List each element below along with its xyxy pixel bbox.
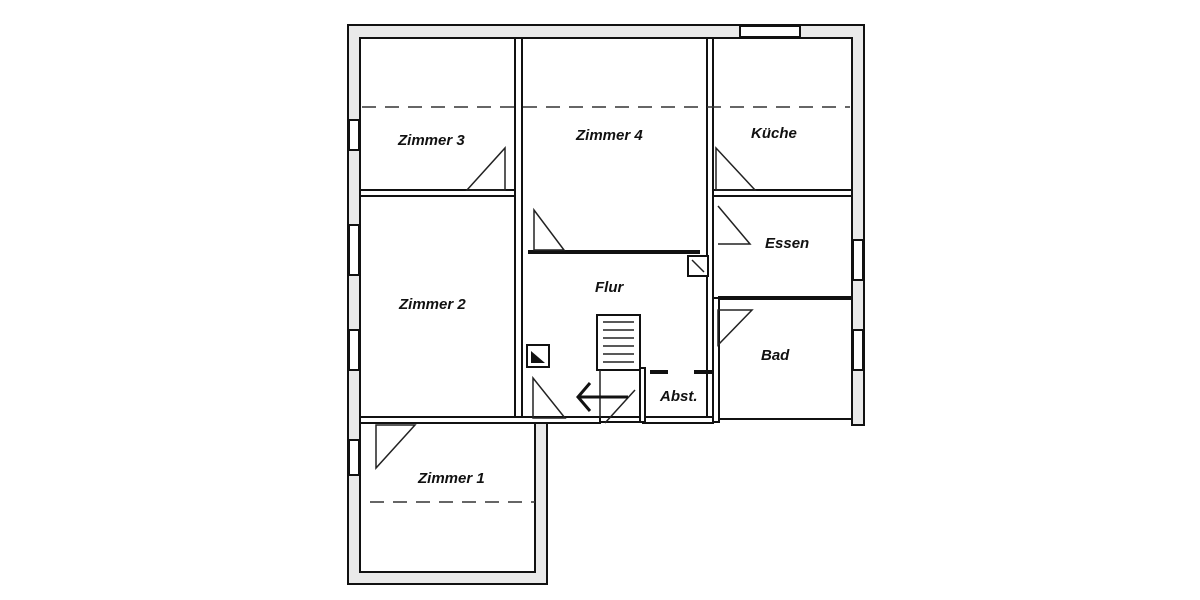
staircase <box>596 314 641 418</box>
interior-walls <box>359 37 853 424</box>
room-label-zimmer4: Zimmer 4 <box>575 127 643 144</box>
doors <box>375 146 757 470</box>
room-label-flur: Flur <box>595 279 624 296</box>
room-label-bad: Bad <box>761 347 790 364</box>
room-label-zimmer1: Zimmer 1 <box>417 470 485 487</box>
room-label-zimmer3: Zimmer 3 <box>397 132 465 149</box>
chimneys <box>526 255 709 368</box>
room-label-kueche: Küche <box>751 125 797 142</box>
entrance-arrow-icon <box>576 382 628 412</box>
room-label-abst: Abst. <box>659 388 698 405</box>
slope-lines <box>362 106 850 503</box>
windows <box>348 25 864 476</box>
room-label-essen: Essen <box>765 235 809 252</box>
outer-walls <box>347 24 865 585</box>
room-label-zimmer2: Zimmer 2 <box>398 296 466 313</box>
